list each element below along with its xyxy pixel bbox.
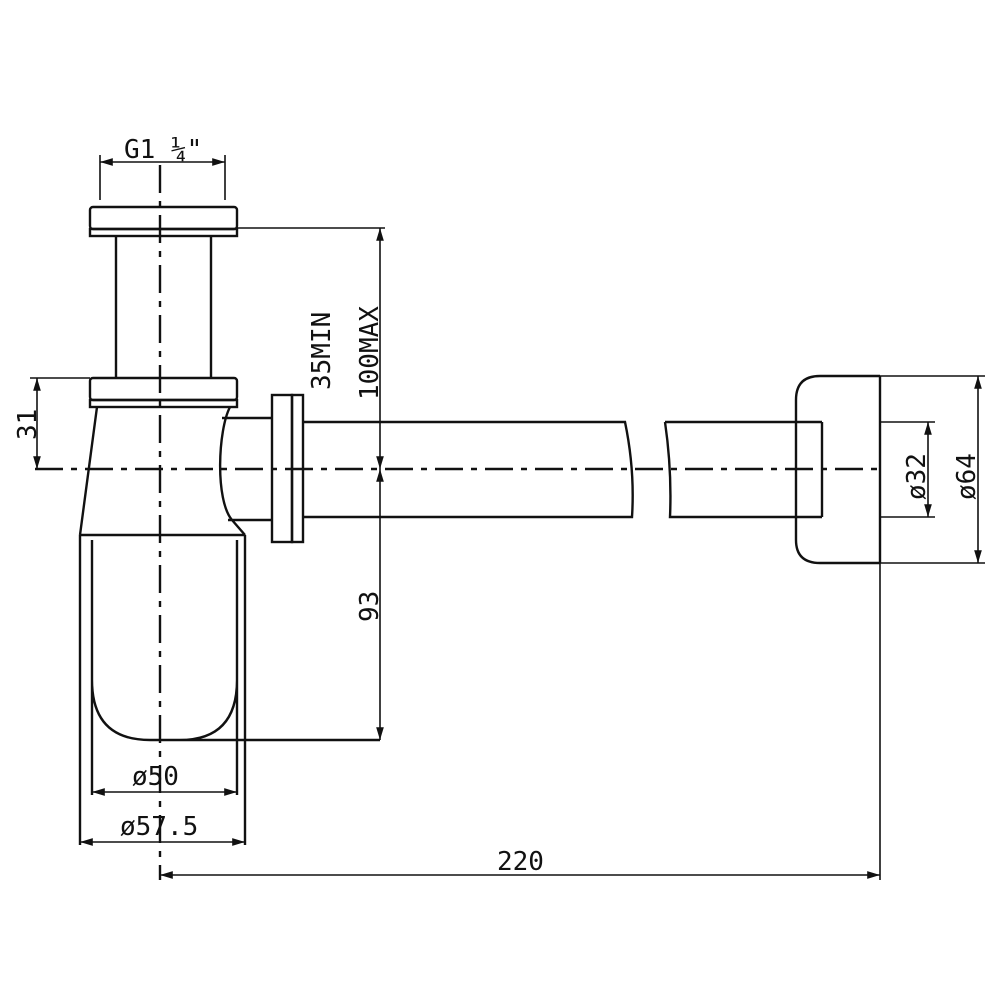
wall-distance-dimension: 220: [160, 517, 881, 880]
d57-label: ø57.5: [120, 812, 198, 842]
trap-nut: [88, 376, 239, 409]
max-label: 100MAX: [355, 306, 385, 400]
flange-diameter-dimension: ø64: [880, 375, 985, 564]
thread-dimension: G1 ¼": [99, 135, 226, 200]
d50-label: ø50: [132, 762, 179, 792]
trap-cup-outer: [78, 533, 247, 845]
distance-label: 220: [497, 847, 544, 877]
offset-dimension: 31: [13, 377, 90, 469]
diameter-57-dimension: ø57.5: [80, 812, 245, 846]
trap-body: [78, 406, 272, 536]
d32-label: ø32: [902, 453, 932, 500]
min-label: 35MIN: [307, 312, 337, 390]
thread-label: G1 ¼": [124, 135, 202, 165]
depth-label: 93: [355, 591, 385, 622]
diameter-50-dimension: ø50: [92, 762, 237, 796]
trap-cup-inner: [90, 540, 380, 795]
height-dimension: 35MIN 100MAX 93: [237, 227, 385, 740]
offset-label: 31: [13, 409, 43, 440]
d64-label: ø64: [952, 453, 982, 500]
pipe-diameter-dimension: ø32: [880, 421, 935, 518]
top-nut: [88, 205, 239, 238]
tail-tube: [114, 236, 213, 378]
